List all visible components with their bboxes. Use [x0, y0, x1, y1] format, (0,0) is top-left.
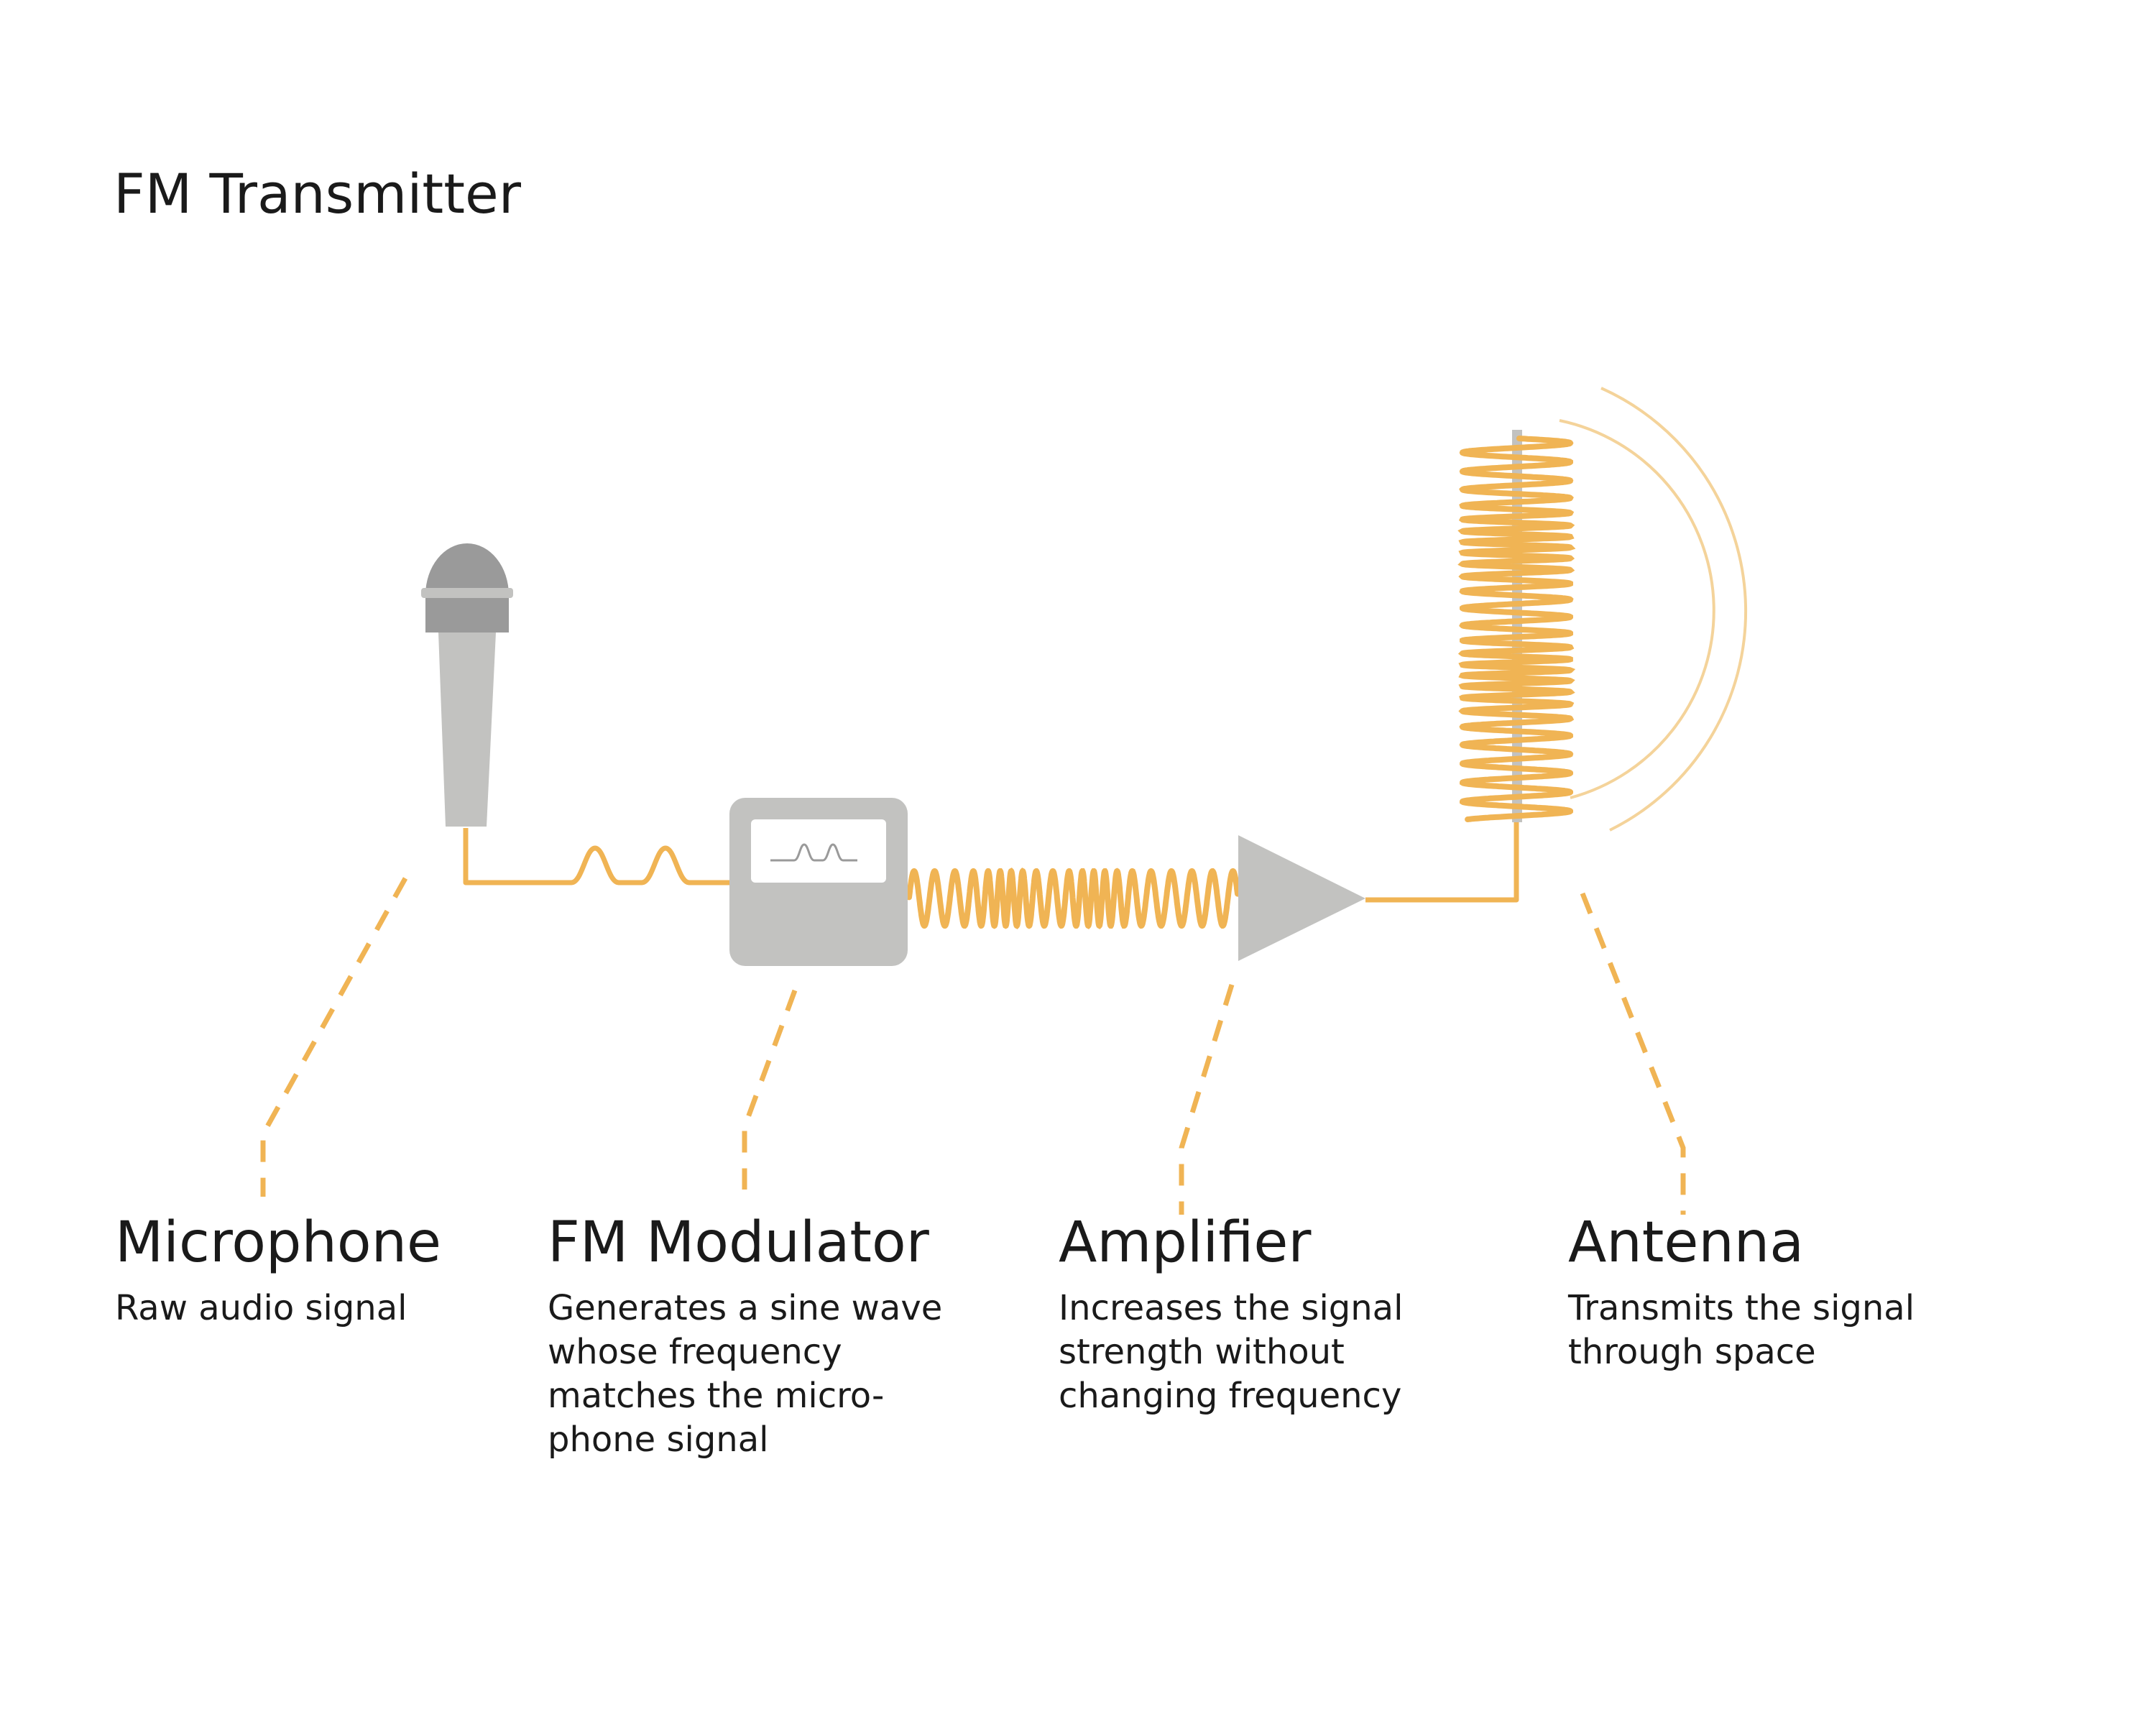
- microphone-icon: [421, 543, 513, 827]
- fm-modulator-title: FM Modulator: [548, 1210, 929, 1275]
- leader-line-modulator: [742, 989, 798, 1190]
- fm-modulator-description: Generates a sine wave whose frequency ma…: [548, 1288, 943, 1460]
- amplified-signal-wire: [1365, 819, 1519, 903]
- stage-fm-modulator: FM Modulator Generates a sine wave whose…: [548, 1215, 942, 1462]
- stage-microphone: Microphone Raw audio signal: [115, 1215, 441, 1330]
- fm-modulator-icon: [729, 798, 908, 966]
- antenna-icon: [1457, 387, 1748, 832]
- radiation-arc-inner: [1559, 419, 1715, 799]
- amplifier-title: Amplifier: [1059, 1210, 1312, 1275]
- leader-line-amplifier: [1179, 983, 1235, 1215]
- stage-antenna: Antenna Transmits the signal through spa…: [1568, 1215, 1915, 1374]
- fm-modulated-wave: [906, 868, 1240, 929]
- amplifier-triangle-icon: [1238, 835, 1365, 961]
- page-title: FM Transmitter: [114, 162, 522, 226]
- antenna-signal-coil: [1457, 436, 1576, 822]
- leader-line-microphone: [260, 877, 408, 1197]
- stage-amplifier: Amplifier Increases the signal strength …: [1059, 1215, 1403, 1418]
- leader-line-antenna: [1580, 892, 1686, 1215]
- microphone-title: Microphone: [115, 1210, 442, 1275]
- radiation-arc-outer: [1600, 387, 1748, 832]
- microphone-description: Raw audio signal: [115, 1288, 407, 1328]
- amplifier-description: Increases the signal strength without ch…: [1059, 1288, 1404, 1416]
- antenna-description: Transmits the signal through space: [1568, 1288, 1915, 1372]
- audio-signal-wire: [463, 828, 730, 886]
- antenna-title: Antenna: [1568, 1210, 1805, 1275]
